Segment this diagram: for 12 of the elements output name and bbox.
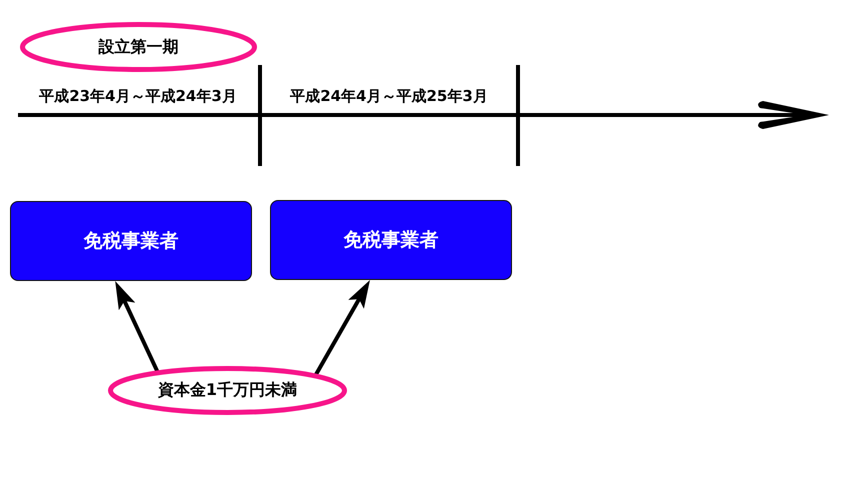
callout-text: 資本金1千万円未満 — [158, 380, 298, 401]
oval-callout — [108, 366, 347, 415]
category-box — [10, 201, 252, 281]
period-label: 平成23年4月～平成24年3月 — [39, 87, 237, 106]
period-label: 平成24年4月～平成25年3月 — [290, 87, 488, 106]
oval-callout — [20, 22, 257, 72]
arrow — [115, 281, 159, 373]
box-label: 免税事業者 — [344, 228, 438, 253]
arrow — [314, 280, 370, 376]
callout-text: 設立第一期 — [98, 36, 178, 58]
box-label: 免税事業者 — [84, 229, 178, 254]
category-box — [270, 200, 512, 280]
